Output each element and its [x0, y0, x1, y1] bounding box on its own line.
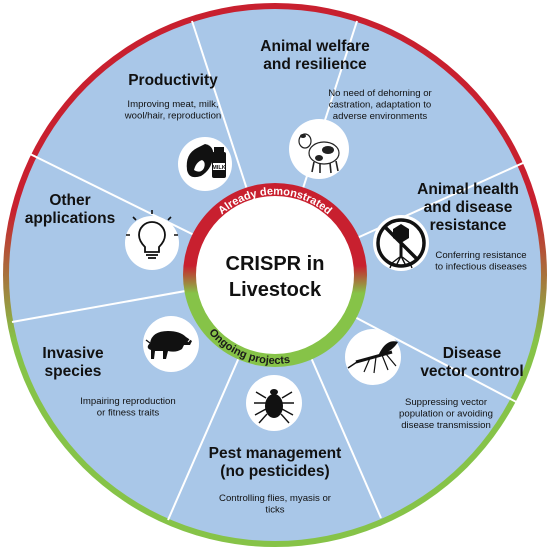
lightbulb-icon: [125, 210, 179, 270]
health-title-line: resistance: [430, 217, 507, 234]
cow-icon: [289, 119, 349, 179]
mosquito-icon: [345, 329, 401, 385]
pest-title-line: Pest management: [209, 445, 342, 462]
boar-icon: [143, 316, 199, 372]
pest-title-line: (no pesticides): [220, 463, 329, 480]
welfare-title-line: Animal welfare: [260, 38, 370, 55]
pest-title: Pest management(no pesticides): [209, 445, 342, 480]
productivity-description: Improving meat, milk,wool/hair, reproduc…: [124, 99, 222, 122]
center-title-line1: CRISPR in: [226, 253, 325, 275]
no-virus-icon: [373, 215, 429, 271]
productivity-description-line: wool/hair, reproduction: [124, 111, 222, 122]
productivity-title: Productivity: [128, 72, 218, 89]
pest-description-line: Controlling flies, myasis or: [219, 493, 332, 504]
welfare-title-line: and resilience: [263, 56, 367, 73]
other-title-line: applications: [25, 210, 115, 227]
invasive-title-line: species: [45, 363, 102, 380]
health-description-line: Conferring resistance: [435, 250, 526, 261]
welfare-description-line: No need of dehorning or: [328, 88, 432, 99]
productivity-title-line: Productivity: [128, 72, 218, 89]
vector-title-line: vector control: [420, 363, 523, 380]
invasive-description-line: or fitness traits: [97, 408, 160, 419]
meat-milk-icon: MILK: [178, 137, 232, 191]
center-disc: [196, 196, 354, 354]
tick-icon: [246, 375, 302, 431]
milk-label: MILK: [212, 165, 225, 171]
welfare-description-line: adverse environments: [333, 111, 428, 122]
center-title-line2: Livestock: [229, 279, 322, 301]
vector-description-line: disease transmission: [401, 420, 491, 431]
vector-title-line: Disease: [443, 345, 502, 362]
health-description-line: to infectious diseases: [435, 262, 527, 273]
health-title-line: and disease: [424, 199, 513, 216]
health-title-line: Animal health: [417, 181, 519, 198]
vector-description-line: Suppressing vector: [405, 397, 488, 408]
segment-pest-management: Pest management(no pesticides) Controlli…: [209, 375, 342, 516]
pest-description-line: ticks: [265, 505, 284, 516]
productivity-description-line: Improving meat, milk,: [127, 99, 218, 110]
vector-description-line: population or avoiding: [399, 409, 493, 420]
other-title-line: Other: [49, 192, 90, 209]
invasive-title-line: Invasive: [42, 345, 104, 362]
welfare-description-line: castration, adaptation to: [329, 100, 431, 111]
invasive-description-line: Impairing reproduction: [80, 396, 175, 407]
segment-productivity: Productivity Improving meat, milk,wool/h…: [124, 72, 232, 191]
